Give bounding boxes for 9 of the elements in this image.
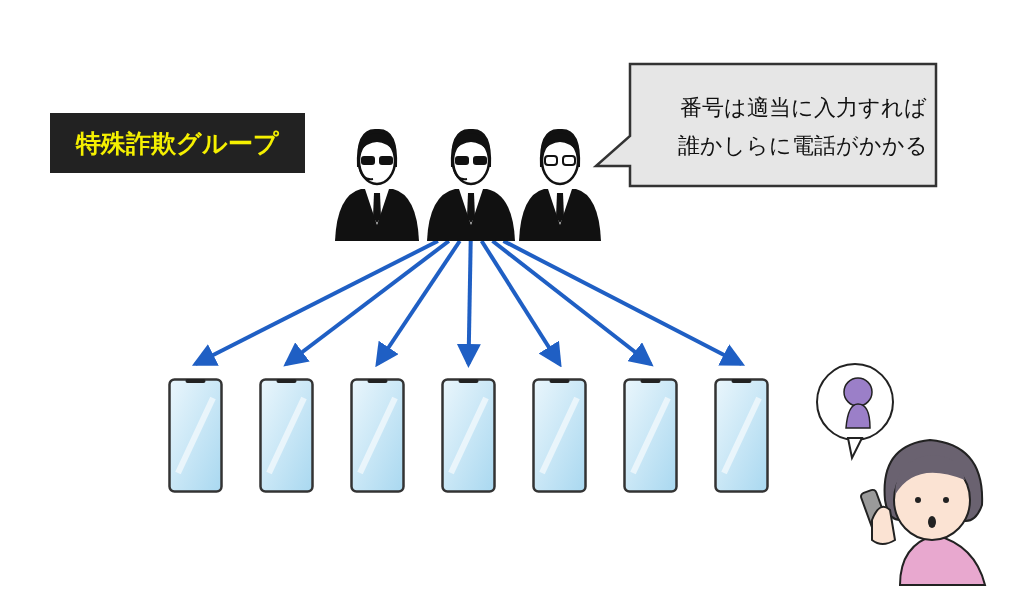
- arrow: [191, 239, 439, 366]
- arrow: [491, 239, 654, 367]
- title-label: 特殊詐欺グループ: [50, 113, 305, 173]
- bubble-text: 番号は適当に入力すれば誰かしらに電話がかかる: [678, 94, 928, 160]
- arrow: [502, 239, 746, 366]
- arrow: [375, 239, 462, 368]
- arrow: [479, 239, 562, 368]
- arrow: [283, 239, 451, 367]
- arrow: [456, 240, 481, 368]
